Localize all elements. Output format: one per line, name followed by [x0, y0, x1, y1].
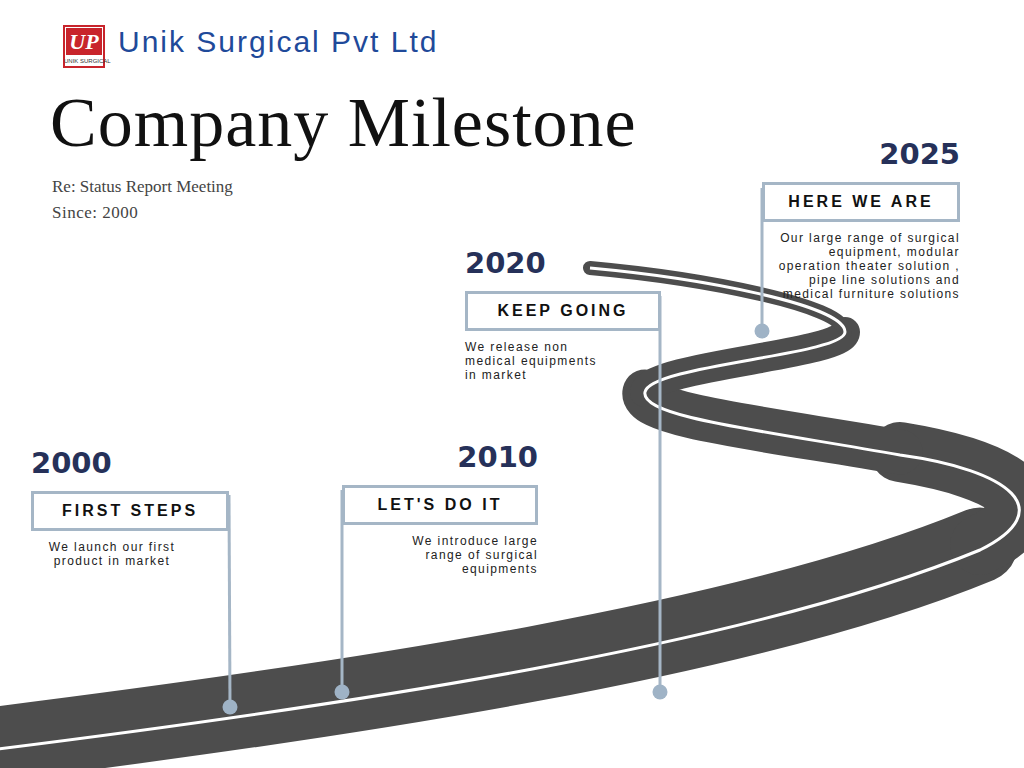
- milestone-flag: 2000FIRST STEPS We launch our first produ…: [31, 445, 229, 568]
- milestone-flag: 2010LET'S DO IT We introduce large range …: [342, 439, 538, 576]
- flag-pole: [659, 296, 662, 692]
- logo-caption: UNIK SURGICAL: [64, 57, 104, 66]
- milestone-description: We release non medical equipments in mar…: [465, 340, 661, 382]
- logo-letters: UP: [66, 28, 102, 55]
- road-segment: [645, 392, 900, 452]
- milestone-year: 2025: [762, 136, 960, 176]
- milestone-year: 2000: [31, 445, 229, 485]
- milestone-title: FIRST STEPS: [31, 491, 229, 531]
- milestone-dot: [755, 324, 770, 339]
- milestone-title: HERE WE ARE: [762, 182, 960, 222]
- milestone-flag: 2025HERE WE ARE Our large range of surgic…: [762, 136, 960, 301]
- milestone-description: We launch our first product in market: [31, 540, 229, 568]
- logo-fill: [66, 28, 102, 55]
- milestone-title: KEEP GOING: [465, 291, 661, 331]
- milestone-year: 2010: [342, 439, 538, 479]
- road-center-line: [0, 268, 1019, 750]
- milestone-title: LET'S DO IT: [342, 485, 538, 525]
- milestone-dot: [335, 685, 350, 700]
- milestone-year: 2020: [465, 245, 661, 285]
- milestone-description: Our large range of surgical equipment, m…: [762, 231, 960, 301]
- page-title: Company Milestone: [50, 80, 637, 166]
- company-name: Unik Surgical Pvt Ltd: [118, 22, 438, 62]
- milestone-dot: [223, 700, 238, 715]
- meeting-note: Re: Status Report Meeting: [52, 176, 233, 198]
- milestone-description: We introduce large range of surgical equ…: [342, 534, 538, 576]
- since-note: Since: 2000: [52, 202, 138, 224]
- flag-pole: [229, 495, 230, 707]
- logo-frame: [64, 26, 104, 67]
- milestone-flag: 2020KEEP GOING We release non medical equ…: [465, 245, 661, 382]
- milestone-dot: [653, 685, 668, 700]
